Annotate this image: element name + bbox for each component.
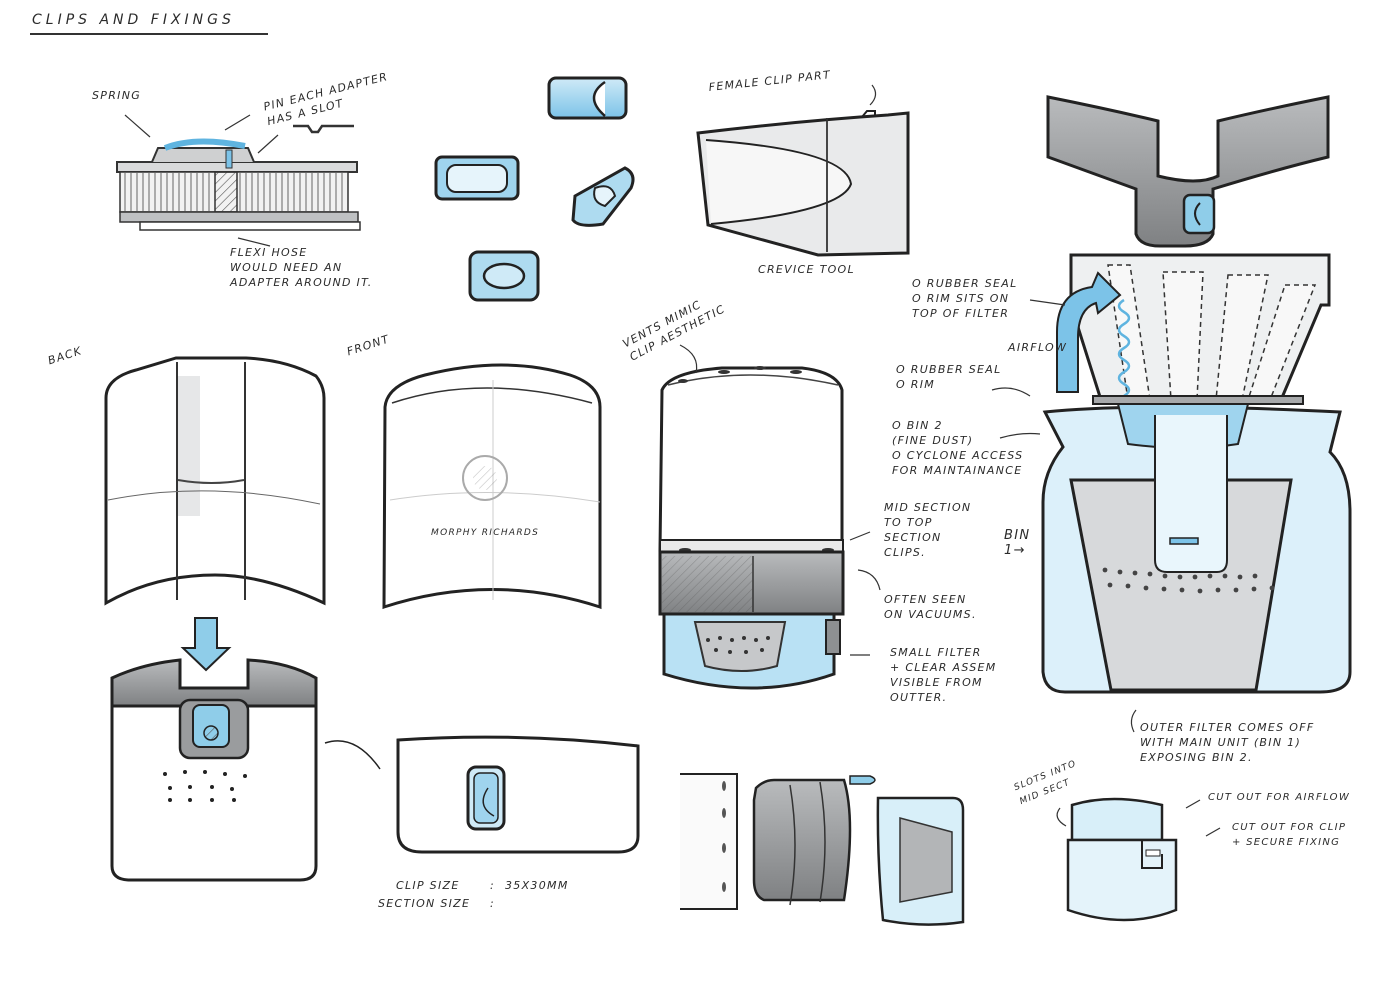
clip-size-colon: : xyxy=(490,879,496,892)
crevice-tool-drawing xyxy=(696,84,910,257)
clip-insertion-drawing xyxy=(110,617,640,882)
label-bin2: o Bin 2 (Fine dust) o Cyclone access for… xyxy=(892,419,1024,477)
u-clip-drawing xyxy=(1046,95,1330,248)
label-spring: Spring xyxy=(92,89,142,102)
brand-text: Morphy Richards xyxy=(431,528,540,538)
label-crevice-tool: Crevice tool xyxy=(758,263,855,276)
label-small-filter: Small filter + clear assem visible from … xyxy=(890,646,997,704)
section-size-label: Section size xyxy=(378,897,471,910)
label-outer-filter: Outer filter comes off with main unit (B… xyxy=(1140,721,1315,764)
label-airflow: Airflow xyxy=(1008,341,1068,354)
label-flexi-hose: Flexi hose would need an adapter around … xyxy=(230,246,373,289)
label-cutout-airflow: Cut out for airflow xyxy=(1208,792,1351,803)
hose-section-drawing xyxy=(116,114,361,247)
section-size-colon: : xyxy=(490,897,496,910)
clip-variants xyxy=(434,76,635,302)
label-often-seen: Often seen on vacuums. xyxy=(884,593,977,621)
clip-size-label: Clip size xyxy=(396,879,460,892)
label-mid-section-clips: Mid section to top section clips. xyxy=(884,501,972,559)
label-rubber-seal-top: o Rubber seal o Rim sits on top of filte… xyxy=(912,277,1018,320)
page-title: Clips and Fixings xyxy=(32,12,235,28)
mini-bin-drawing xyxy=(1056,797,1221,922)
exploded-parts-drawing xyxy=(680,773,965,926)
front-view-drawing xyxy=(382,363,602,610)
label-cutout-clip: Cut out for clip + secure fixing xyxy=(1232,822,1347,848)
clip-size-value: 35x30mm xyxy=(505,879,569,892)
cyclone-assembly-drawing xyxy=(991,253,1352,733)
main-unit-drawing xyxy=(658,344,881,690)
back-view-drawing xyxy=(104,356,326,606)
label-rubber-seal-rim: o Rubber seal o Rim xyxy=(896,363,1002,391)
title-underline xyxy=(30,33,268,35)
label-bin1: Bin 1→ xyxy=(1004,528,1031,558)
